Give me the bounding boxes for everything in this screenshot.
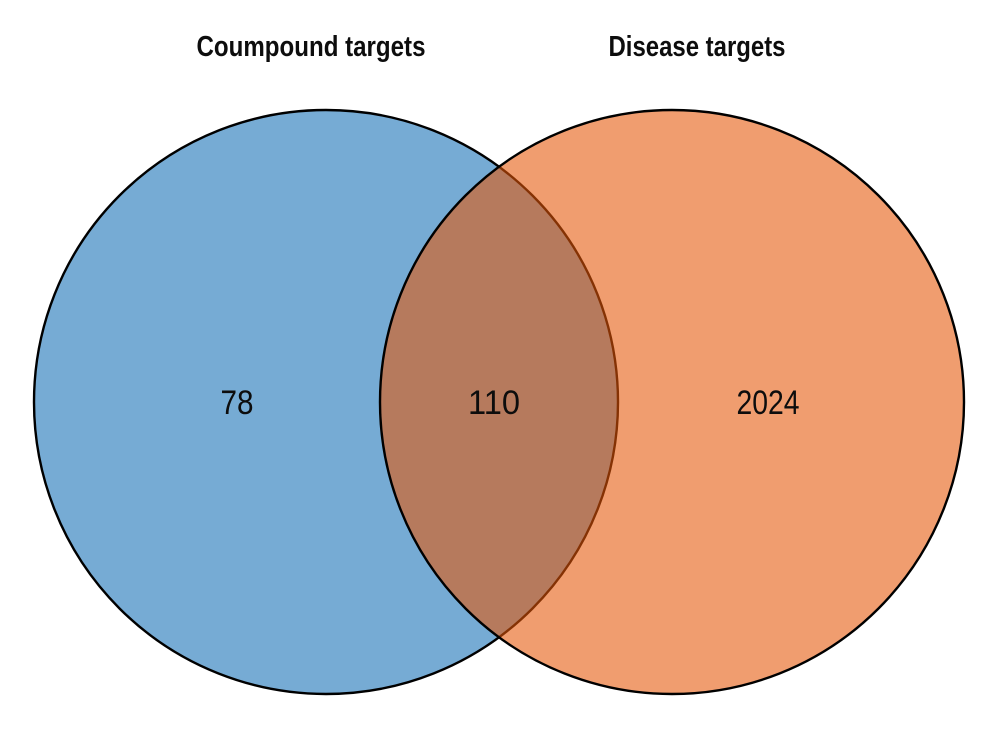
disease-unique-count: 2024 [737,384,800,422]
intersection-count: 110 [468,384,520,422]
disease-targets-title: Disease targets [609,31,786,63]
compound-unique-count: 78 [221,384,254,422]
disease-targets-circle [378,108,966,696]
compound-targets-title: Coumpound targets [197,31,426,63]
